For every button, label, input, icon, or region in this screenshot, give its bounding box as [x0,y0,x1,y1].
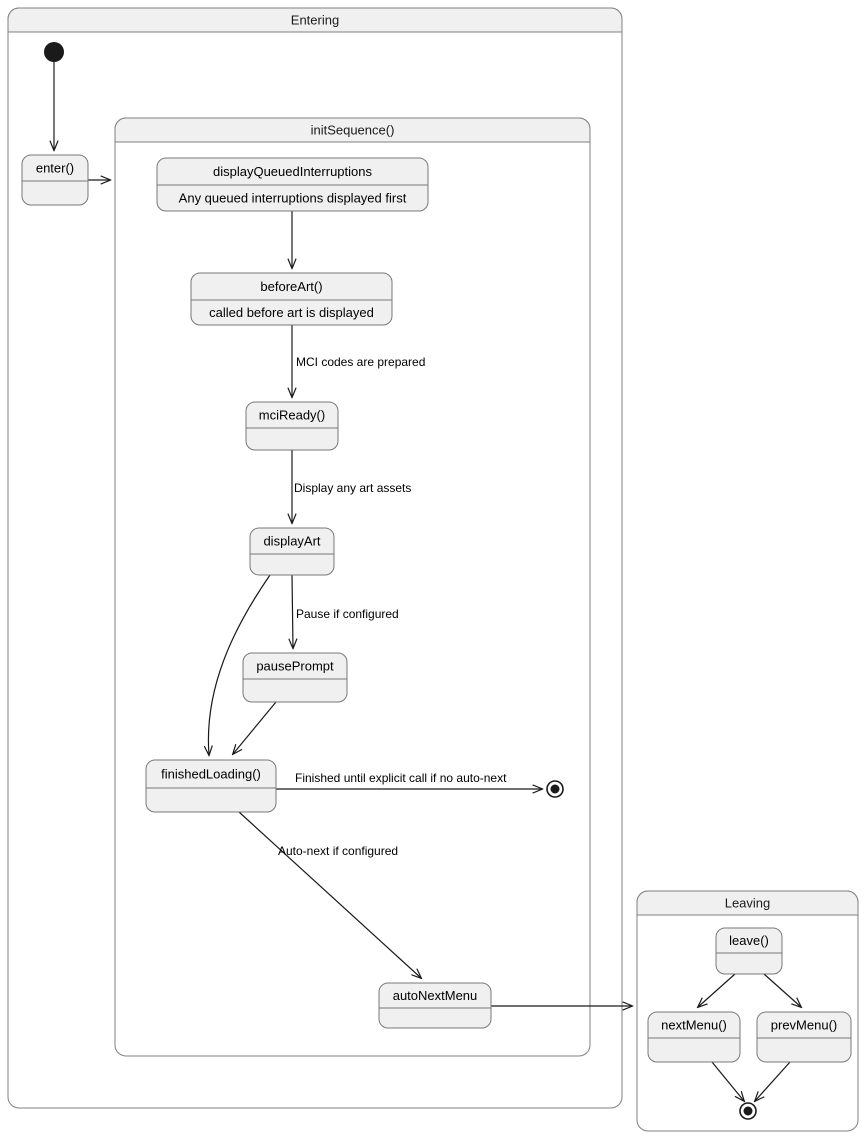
transitions-layer [54,62,801,1101]
state-name-autonextmenu: autoNextMenu [393,988,478,1003]
initial-state-start-entering[interactable] [44,42,64,62]
state-prevmenu[interactable]: prevMenu() [756,1011,852,1063]
composite-title-leaving: Leaving [725,895,771,910]
transition-label-beforeart-to-mciready: MCI codes are prepared [296,355,425,369]
composite-title-entering: Entering [291,12,339,27]
state-box-leave [715,927,783,975]
state-description-beforeart: called before art is displayed [209,305,374,320]
composite-header-leaving [636,890,859,916]
state-beforeart[interactable]: beforeArt() called before art is displaye… [190,272,393,326]
composite-header-initsequence [114,117,591,143]
transition-pauseprompt-to-finishedloading[interactable] [233,701,277,754]
state-name-enter: enter() [36,160,74,175]
composite-body-leaving [636,890,859,1132]
final-node-core-icon [743,1106,753,1116]
transition-leave-to-prevmenu[interactable] [763,973,801,1007]
composite-title-initsequence: initSequence() [311,122,395,137]
composite-state-leaving[interactable]: Leaving [636,890,859,1132]
state-name-leave: leave() [729,933,769,948]
state-box-enter [21,154,89,206]
state-name-displayart: displayArt [263,533,320,548]
state-box-displayart [249,527,335,576]
transition-displayart-to-finishedloading[interactable] [208,574,271,755]
composite-state-initsequence[interactable]: initSequence() [114,117,591,1057]
state-box-prevmenu [756,1011,852,1063]
transition-displayart-to-pauseprompt[interactable] [292,574,293,648]
composite-header-entering [7,7,623,33]
state-box-finishedloading [145,759,277,813]
transition-label-finishedloading-to-final: Finished until explicit call if no auto-… [295,771,507,785]
final-state-final-leaving[interactable] [739,1102,757,1120]
state-nextmenu[interactable]: nextMenu() [647,1011,741,1063]
state-name-prevmenu: prevMenu() [771,1017,837,1032]
initial-node-icon [44,42,64,62]
transition-leave-to-nextmenu[interactable] [698,973,736,1007]
state-leave[interactable]: leave() [715,927,783,975]
state-displayart[interactable]: displayArt [249,527,335,576]
state-box-nextmenu [647,1011,741,1063]
transition-label-displayart-to-pauseprompt: Pause if configured [296,607,399,621]
state-name-displayqueuedinterruptions: displayQueuedInterruptions [213,164,372,179]
state-box-beforeart [190,272,393,326]
final-node-core-icon [550,784,560,794]
state-enter[interactable]: enter() [21,154,89,206]
transition-prevmenu-to-final[interactable] [755,1061,791,1101]
transition-label-finishedloading-to-autonextmenu: Auto-next if configured [278,844,398,858]
state-name-beforeart: beforeArt() [260,279,322,294]
state-name-finishedloading: finishedLoading() [161,766,261,781]
transition-label-mciready-to-displayart: Display any art assets [294,481,411,495]
final-state-final-entering[interactable] [546,780,564,798]
state-pauseprompt[interactable]: pausePrompt [242,652,348,703]
state-mciready[interactable]: mciReady() [245,401,339,451]
state-box-autonextmenu [378,982,492,1029]
state-box-mciready [245,401,339,451]
state-name-pauseprompt: pausePrompt [256,658,334,673]
state-finishedloading[interactable]: finishedLoading() [145,759,277,813]
state-name-mciready: mciReady() [259,407,325,422]
transition-nextmenu-to-final[interactable] [711,1061,744,1101]
state-description-displayqueuedinterruptions: Any queued interruptions displayed first [179,190,407,205]
transition-finishedloading-to-autonextmenu[interactable] [238,811,421,978]
state-autonextmenu[interactable]: autoNextMenu [378,982,492,1029]
state-name-nextmenu: nextMenu() [661,1017,727,1032]
pseudostates-layer [44,42,757,1120]
state-box-pauseprompt [242,652,348,703]
